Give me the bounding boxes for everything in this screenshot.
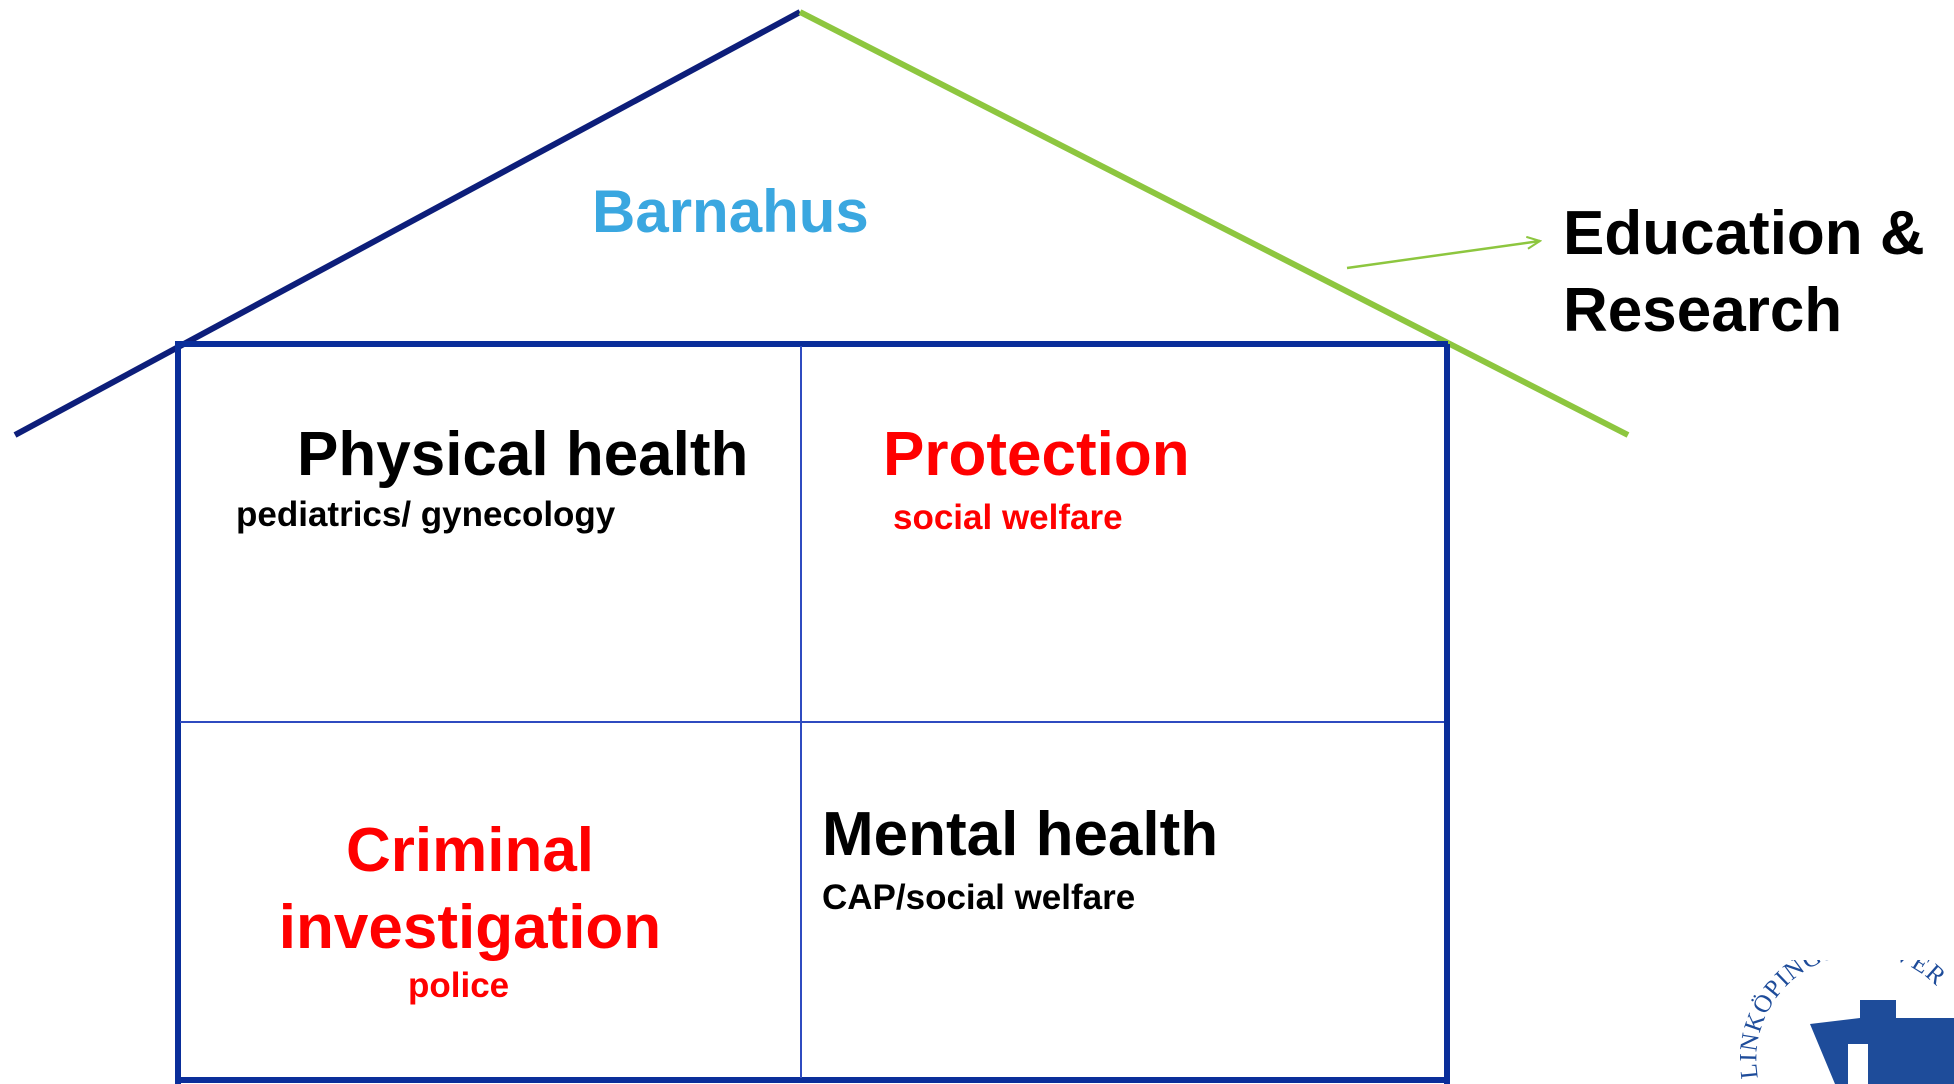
- barnahus-title: Barnahus: [592, 178, 869, 245]
- room-subheading: CAP/social welfare: [822, 878, 1136, 917]
- room-subheading: social welfare: [893, 498, 1123, 537]
- room-heading: Mental health: [822, 800, 1219, 869]
- room-subheading: police: [408, 966, 510, 1005]
- room-subheading: pediatrics/ gynecology: [236, 495, 616, 534]
- logo-shield-icon: [1810, 1000, 1954, 1084]
- university-logo: LINKÖPINGS UNIVERSITET: [1740, 960, 1954, 1084]
- room-heading: Protection: [883, 420, 1190, 489]
- roof-right-slope: [798, 9, 1630, 438]
- roof-left-slope: [13, 9, 802, 438]
- room-heading: Physical health: [297, 420, 749, 489]
- education-research-label: Education & Research: [1563, 199, 1925, 345]
- room-heading: Criminal investigation: [278, 816, 662, 962]
- education-arrow: [1346, 241, 1540, 270]
